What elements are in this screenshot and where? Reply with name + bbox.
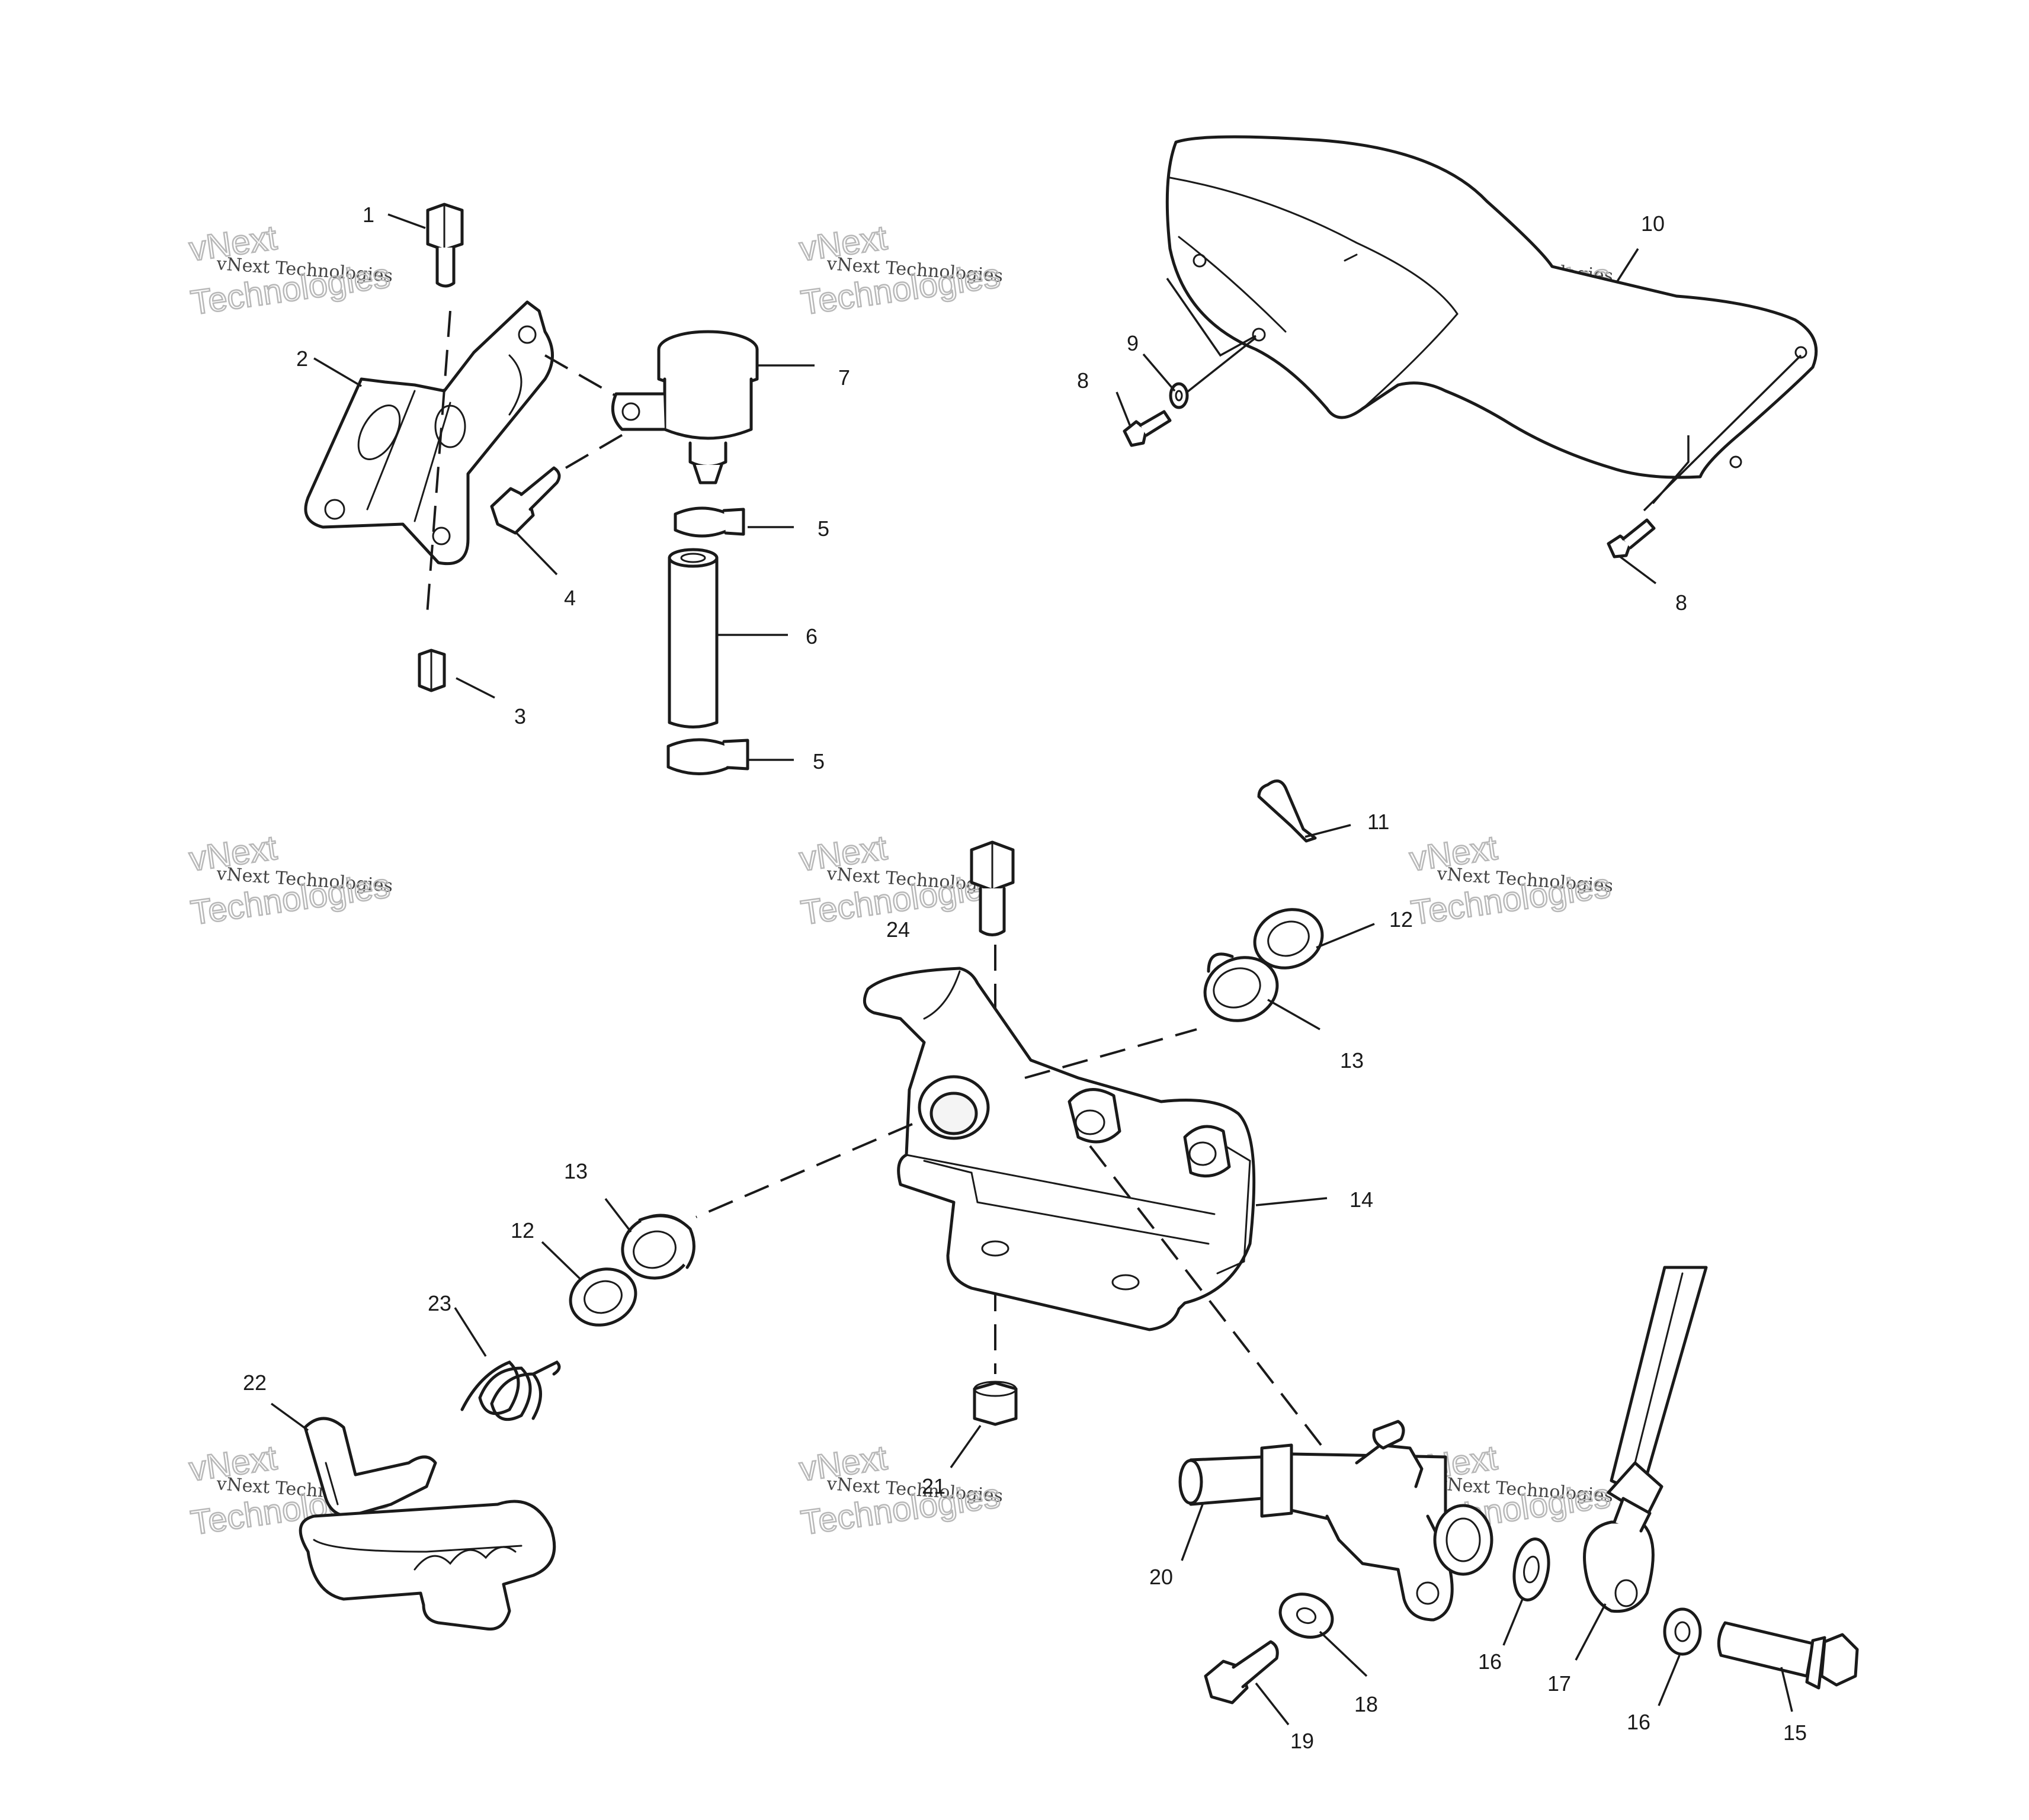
part-10-cover xyxy=(1165,135,1818,479)
part-22-pedal xyxy=(299,1417,556,1631)
part-8-screw-right xyxy=(1607,518,1656,558)
assembly-line xyxy=(695,1123,913,1218)
cover-detail xyxy=(1344,253,1358,262)
callout-21: 21 xyxy=(922,1474,945,1498)
callout-4: 4 xyxy=(564,586,576,610)
watermark-tile: vNext vNext Technologies Technologies xyxy=(796,1437,1004,1543)
part-16-washer-right xyxy=(1663,1607,1702,1656)
part-24-bolt xyxy=(970,840,1015,936)
part-8-screw-left xyxy=(1123,410,1172,447)
callout-13-lower: 13 xyxy=(564,1159,588,1183)
callout-8-right: 8 xyxy=(1675,590,1687,615)
assembly-line xyxy=(1643,354,1802,512)
callout-24: 24 xyxy=(886,917,910,942)
callout-15: 15 xyxy=(1783,1721,1807,1745)
part-23-spring xyxy=(460,1360,561,1421)
callout-17: 17 xyxy=(1547,1671,1571,1696)
watermark-tile: vNext vNext Technologies Technologies xyxy=(1406,827,1614,933)
assembly-line xyxy=(565,425,638,469)
part-9-washer xyxy=(1169,382,1189,409)
assembly-line xyxy=(1089,1145,1322,1446)
assembly-line xyxy=(1024,1028,1197,1079)
watermark-tile: vNext vNext Technologies Technologies xyxy=(796,217,1004,323)
leader-lines xyxy=(270,213,1793,1726)
part-6-hose xyxy=(668,548,719,728)
part-12-washer-lower xyxy=(569,1267,637,1327)
part-13-bushing-lower xyxy=(621,1214,695,1280)
callout-5-lower: 5 xyxy=(813,749,825,773)
part-18-washer xyxy=(1278,1593,1334,1639)
part-5-clamp-lower xyxy=(666,738,749,775)
part-7-reservoir xyxy=(611,330,759,484)
callout-6: 6 xyxy=(806,624,818,649)
assembly-line xyxy=(1184,336,1257,395)
watermark-tile: vNext vNext Technologies Technologies xyxy=(186,217,393,323)
callout-16-left: 16 xyxy=(1478,1649,1502,1674)
callout-14: 14 xyxy=(1350,1187,1373,1212)
callout-12-upper: 12 xyxy=(1389,907,1413,932)
watermark-tile: vNext vNext Technologies Technologies xyxy=(186,827,393,933)
part-5-clamp-upper xyxy=(674,506,745,538)
assembly-line xyxy=(1166,278,1256,357)
callout-23: 23 xyxy=(428,1291,451,1315)
callout-19: 19 xyxy=(1290,1729,1314,1753)
part-2-bracket xyxy=(304,300,554,566)
callout-8-left: 8 xyxy=(1077,368,1089,393)
callout-7: 7 xyxy=(838,365,850,390)
part-15-bolt xyxy=(1717,1621,1859,1690)
part-4-bolt xyxy=(490,466,561,535)
callout-2: 2 xyxy=(296,346,308,371)
callout-1: 1 xyxy=(363,203,374,227)
callout-3: 3 xyxy=(514,704,526,728)
part-17-rod-end xyxy=(1583,1266,1708,1613)
callout-20: 20 xyxy=(1149,1565,1173,1589)
callout-10: 10 xyxy=(1641,211,1665,236)
callout-22: 22 xyxy=(243,1370,267,1395)
part-20-shaft xyxy=(1178,1420,1493,1622)
assembly-line xyxy=(425,310,451,622)
part-12-washer-upper xyxy=(1253,908,1324,970)
callout-18: 18 xyxy=(1354,1692,1378,1716)
callout-13-upper: 13 xyxy=(1340,1048,1364,1073)
part-14-bracket xyxy=(863,967,1256,1331)
callout-12-lower: 12 xyxy=(511,1218,534,1243)
part-11-cotter-pin xyxy=(1257,779,1317,843)
callout-11: 11 xyxy=(1367,810,1389,834)
part-13-bushing-upper xyxy=(1203,952,1279,1022)
part-21-nut xyxy=(973,1381,1018,1426)
part-3-nut xyxy=(418,649,446,692)
callout-9: 9 xyxy=(1127,331,1139,355)
part-16-washer-left xyxy=(1512,1537,1550,1601)
part-19-bolt xyxy=(1204,1640,1279,1705)
callout-5-upper: 5 xyxy=(818,516,829,541)
callout-16-right: 16 xyxy=(1627,1710,1650,1734)
part-1-bolt xyxy=(426,203,464,288)
callout-numbers: 1 2 3 4 5 5 6 7 8 8 9 10 11 12 12 13 13 … xyxy=(243,203,1807,1753)
